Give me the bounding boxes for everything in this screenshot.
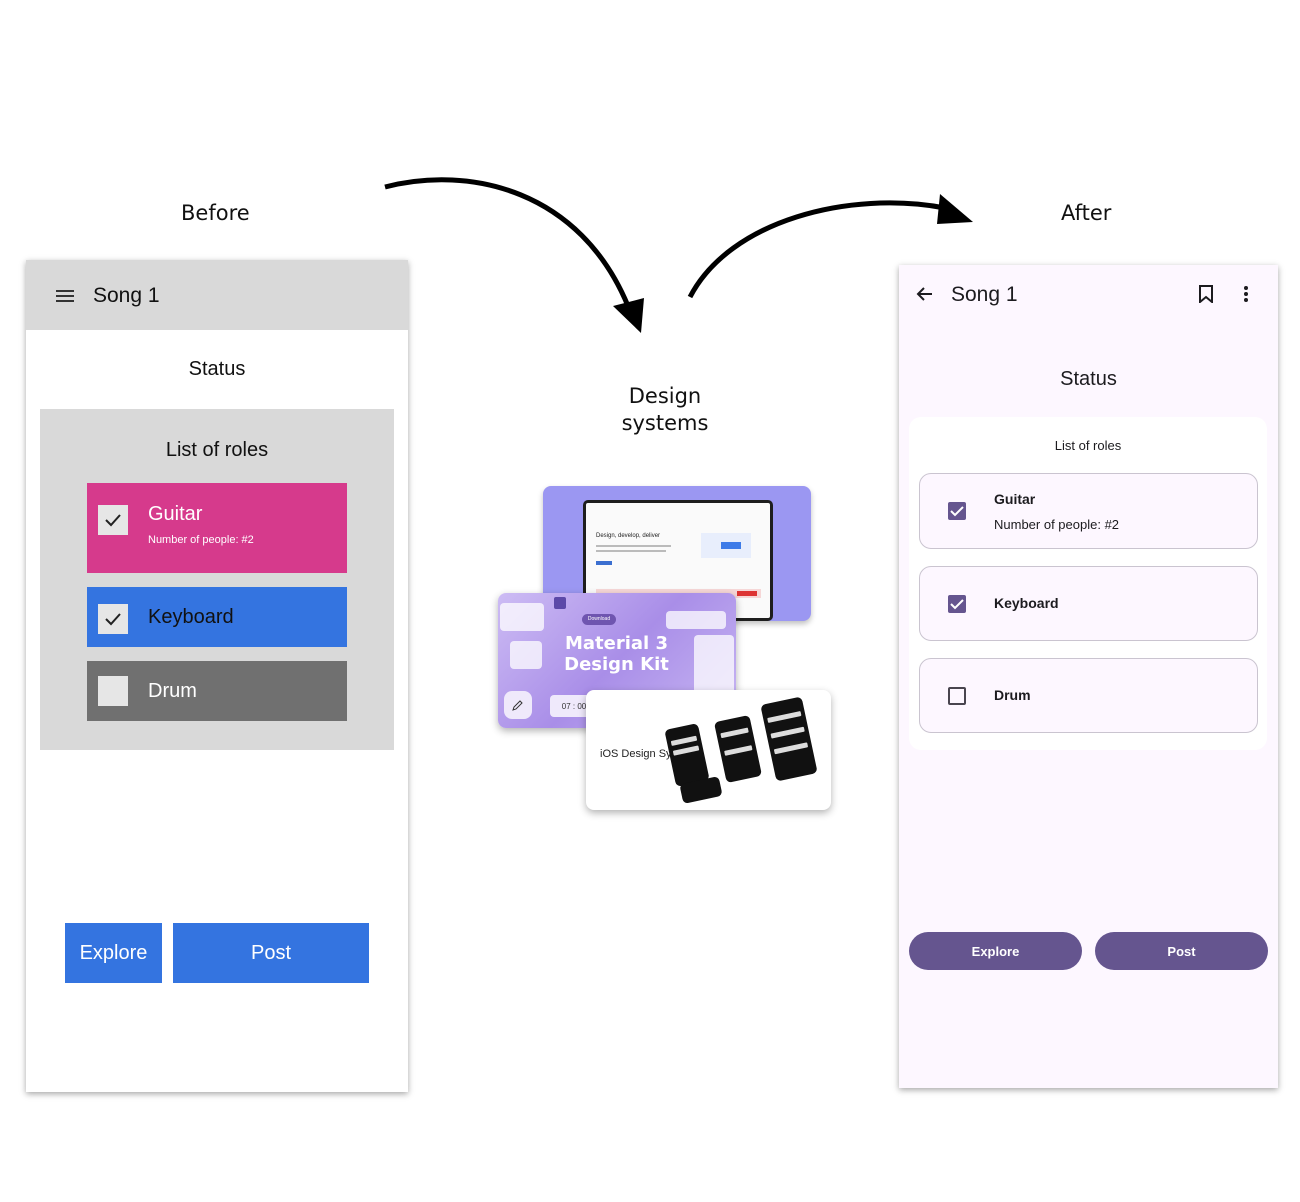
after-title: Song 1 [951, 283, 1018, 306]
after-explore-button[interactable]: Explore [909, 932, 1082, 970]
pencil-icon [512, 700, 523, 711]
before-role-list: List of roles Guitar Number of people: #… [40, 409, 394, 750]
after-role-label: Guitar [994, 491, 1036, 507]
after-role-list: List of roles Guitar Number of people: #… [909, 417, 1267, 750]
after-checkbox-keyboard[interactable] [948, 595, 966, 613]
bookmark-icon[interactable] [1198, 285, 1214, 303]
before-role-drum[interactable]: Drum [87, 661, 347, 721]
after-phone: Song 1 Status List of roles Guitar Numbe… [899, 265, 1278, 1088]
check-icon [950, 506, 964, 517]
menu-icon[interactable] [56, 290, 74, 302]
edit-fab [504, 691, 532, 719]
ios-design-card: iOS Design System [586, 690, 831, 810]
material3-title: Material 3 Design Kit [564, 633, 669, 675]
check-icon [105, 613, 121, 626]
arrowhead-right-icon [937, 194, 973, 224]
before-phone: Song 1 Status List of roles Guitar Numbe… [26, 260, 408, 1092]
download-chip: Download [582, 614, 616, 625]
before-post-button[interactable]: Post [173, 923, 369, 983]
after-role-label: Drum [994, 687, 1031, 703]
check-icon [105, 514, 121, 527]
arrow-design-to-after [687, 200, 946, 299]
before-list-title: List of roles [165, 439, 269, 461]
after-role-drum[interactable]: Drum [919, 658, 1258, 733]
before-role-label: Guitar [148, 503, 203, 525]
before-explore-button[interactable]: Explore [65, 923, 162, 983]
check-icon [950, 599, 964, 610]
after-label: After [1061, 201, 1112, 225]
before-role-label: Keyboard [148, 606, 234, 628]
before-status-heading: Status [188, 358, 246, 380]
design-systems-label: Design systems [580, 383, 750, 437]
before-role-label: Drum [148, 680, 197, 702]
checkbox-icon [554, 597, 566, 609]
before-title: Song 1 [93, 284, 160, 307]
after-role-guitar[interactable]: Guitar Number of people: #2 [919, 473, 1258, 549]
before-role-keyboard[interactable]: Keyboard [87, 587, 347, 647]
after-checkbox-drum[interactable] [948, 687, 966, 705]
before-role-sub: Number of people: #2 [148, 534, 254, 546]
before-checkbox-keyboard[interactable] [98, 604, 128, 634]
after-status-heading: Status [1060, 368, 1117, 390]
after-role-label: Keyboard [994, 595, 1059, 611]
design-systems-line1: Design [628, 384, 702, 408]
arrow-back-icon[interactable] [916, 285, 934, 303]
design-systems-line2: systems [621, 411, 709, 435]
before-app-bar: Song 1 [26, 260, 408, 330]
arrow-before-to-design [384, 177, 631, 307]
after-role-sub: Number of people: #2 [994, 517, 1120, 532]
before-checkbox-drum[interactable] [98, 676, 128, 706]
before-label: Before [181, 201, 250, 225]
arrowhead-down-icon [613, 298, 644, 333]
after-list-title: List of roles [1054, 438, 1122, 453]
before-checkbox-guitar[interactable] [98, 505, 128, 535]
after-checkbox-guitar[interactable] [948, 502, 966, 520]
laptop-heading: Design, develop, deliver [596, 533, 661, 539]
after-post-button[interactable]: Post [1095, 932, 1268, 970]
before-role-guitar[interactable]: Guitar Number of people: #2 [87, 483, 347, 573]
more-vert-icon[interactable] [1243, 285, 1249, 303]
after-role-keyboard[interactable]: Keyboard [919, 566, 1258, 641]
